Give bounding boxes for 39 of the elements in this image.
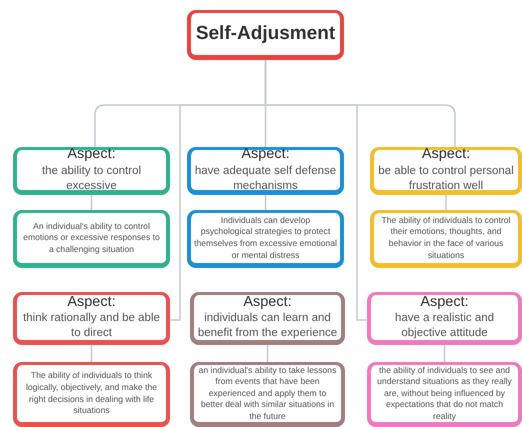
- aspect-box: [13, 147, 170, 195]
- description-text: The ability of individuals to control their emotions, thoughts, and behavior in the face of various situations: [380, 214, 512, 262]
- aspect-heading: Aspect:: [420, 294, 469, 312]
- aspect-text: the ability to control excessive: [40, 164, 142, 194]
- aspect-heading: Aspect:: [67, 294, 116, 312]
- description-box: [13, 210, 170, 268]
- aspect-box: [367, 292, 522, 345]
- connector-line: [90, 195, 92, 210]
- connector-line: [90, 345, 92, 362]
- description-text: the ability of individuals to see and understand situations as they really are, without being influenced by expectations that do not match reality: [376, 364, 513, 422]
- aspect-text: have a realistic and objective attitude: [394, 311, 496, 342]
- connector-line: [444, 345, 446, 362]
- connector-line: [266, 345, 268, 362]
- aspect-text: think rationally and be able to direct: [22, 311, 161, 342]
- aspect-text: individuals can learn and benefit from the experience: [197, 311, 338, 342]
- aspect-text: have adequate self defense mechanisms: [194, 164, 337, 194]
- aspect-heading: Aspect:: [67, 146, 116, 164]
- aspect-box: [13, 292, 170, 345]
- title-box: [187, 10, 344, 60]
- description-box: [190, 362, 345, 427]
- aspect-text: be able to control personal frustration well: [377, 164, 515, 194]
- aspect-box: [370, 147, 522, 195]
- description-box: [367, 362, 522, 427]
- aspect-heading: Aspect:: [241, 146, 290, 164]
- description-text: Individuals can develop psychological strategies to protect themselves from excessive emotional or mental distress: [194, 214, 337, 262]
- aspect-heading: Aspect:: [243, 294, 292, 312]
- description-text: An individual's ability to control emotions or excessive responses to a challenging situation: [22, 220, 161, 256]
- connector-line: [264, 60, 367, 321]
- aspect-box: [187, 147, 344, 195]
- description-box: [187, 210, 344, 268]
- description-box: [13, 362, 170, 427]
- aspect-box: [190, 292, 345, 345]
- description-text: The ability of individuals to think logically, objectively, and make the right decisions in dealing with life situations: [24, 370, 158, 417]
- title-text: Self-Adjusment: [196, 23, 336, 45]
- aspect-heading: Aspect:: [422, 146, 470, 164]
- connector-line: [445, 195, 447, 210]
- description-box: [370, 210, 522, 268]
- connector-line: [264, 195, 266, 210]
- description-text: an individual's ability to take lessons from events that have been experienced and apply them to better deal with similar situations in the future: [198, 364, 338, 422]
